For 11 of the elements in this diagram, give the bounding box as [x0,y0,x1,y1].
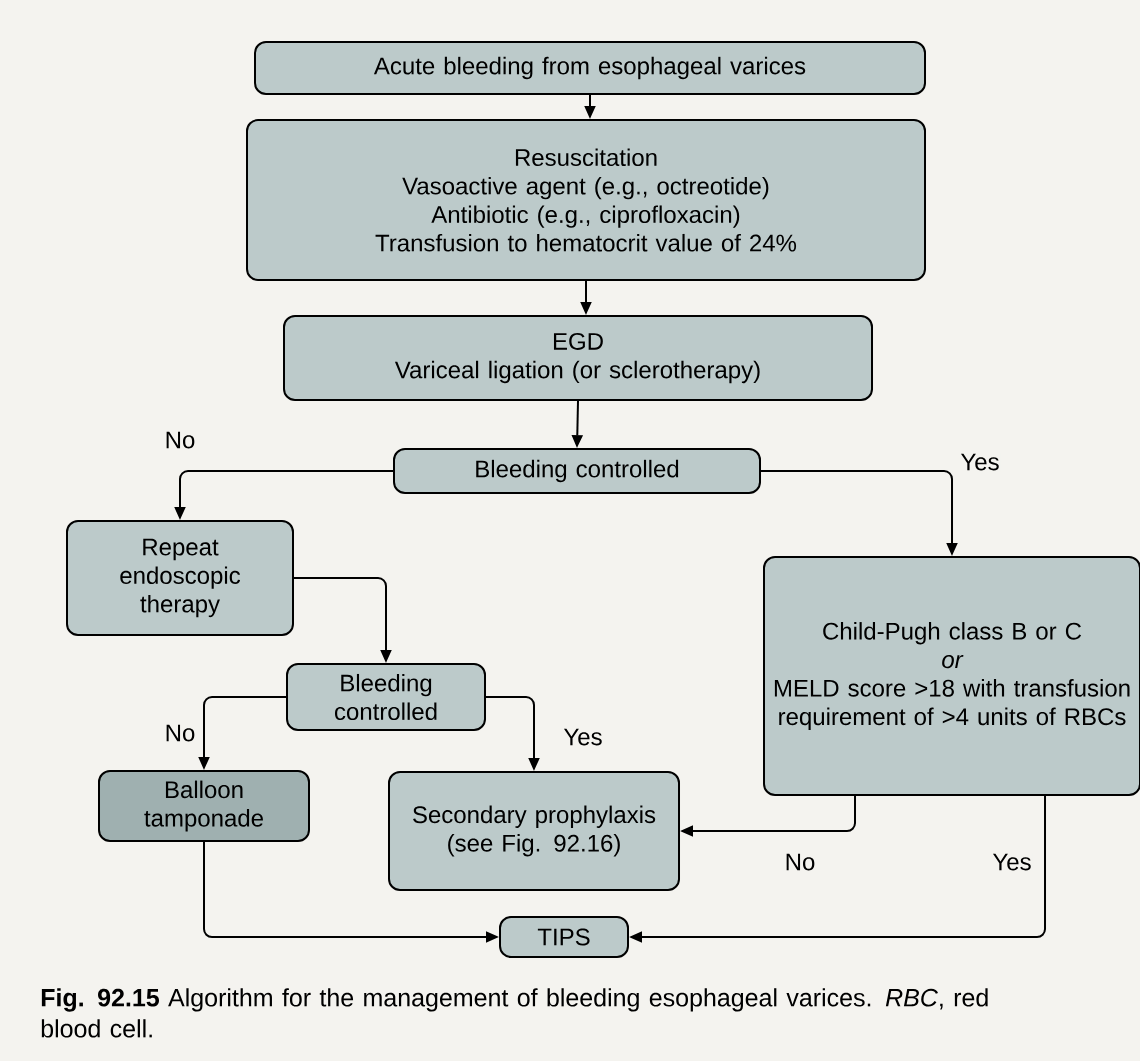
process-box: Child-Pugh class B or C or MELD score >18 with transfusion requirement of >4 units of RBCs [763,556,1140,796]
caption: Fig. 92.15 Algorithm for the management of bleeding esophageal varices. RBC, red blood cell. [41,988,988,1038]
process-box: Resuscitation Vasoactive agent (e.g., octreotide) Antibiotic (e.g., ciprofloxacin) Transfusion to hematocrit value of 24% [246,119,926,281]
process-box: Bleeding controlled [286,663,486,731]
process-box: Secondary prophylaxis (see Fig. 92.16) [388,771,680,891]
process-box: Bleeding controlled [393,448,761,494]
process-box: TIPS [499,916,629,958]
process-box: Balloon tamponade [98,770,310,842]
process-box: Acute bleeding from esophageal varices [254,41,926,95]
process-box: EGD Variceal ligation (or sclerotherapy) [283,315,873,401]
process-box: Repeat endoscopic therapy [66,520,294,636]
